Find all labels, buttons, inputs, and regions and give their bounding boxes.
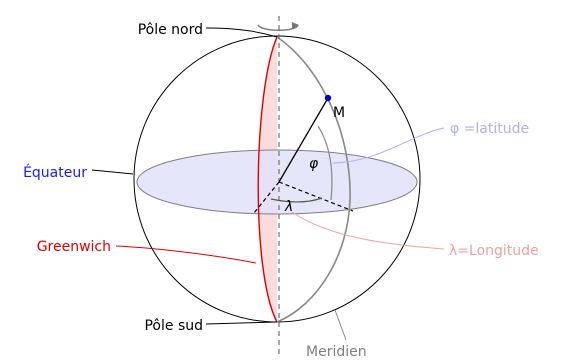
meridian-leader (334, 309, 347, 341)
rotation-arrow (257, 22, 299, 31)
longitude-label: λ=Longitude (449, 243, 539, 259)
north-pole-leader (205, 27, 278, 38)
greenwich-leader (115, 245, 257, 264)
meridian-label: Meridien (306, 344, 367, 360)
latitude-angle-arc (317, 125, 333, 201)
point-m (324, 94, 332, 102)
radius-om (278, 97, 329, 183)
projection-line (278, 181, 354, 212)
equator-plane (136, 149, 418, 215)
greenwich-meridian (257, 36, 278, 323)
lambda-symbol: λ (284, 199, 293, 215)
phi-symbol: φ (309, 156, 319, 172)
north-pole-label: Pôle nord (138, 22, 203, 38)
south-pole-label: Pôle sud (144, 318, 203, 334)
longitude-angle-arc (270, 197, 323, 203)
equator-leader (91, 169, 134, 175)
greenwich-label: Greenwich (37, 239, 111, 255)
point-m-label: M (333, 105, 345, 121)
latitude-leader (332, 127, 445, 164)
equator-label: Équateur (23, 164, 87, 181)
meridian-arc (276, 36, 351, 323)
latitude-label: φ =latitude (450, 121, 529, 137)
south-pole-leader (205, 321, 278, 325)
longitude-leader (291, 211, 445, 250)
